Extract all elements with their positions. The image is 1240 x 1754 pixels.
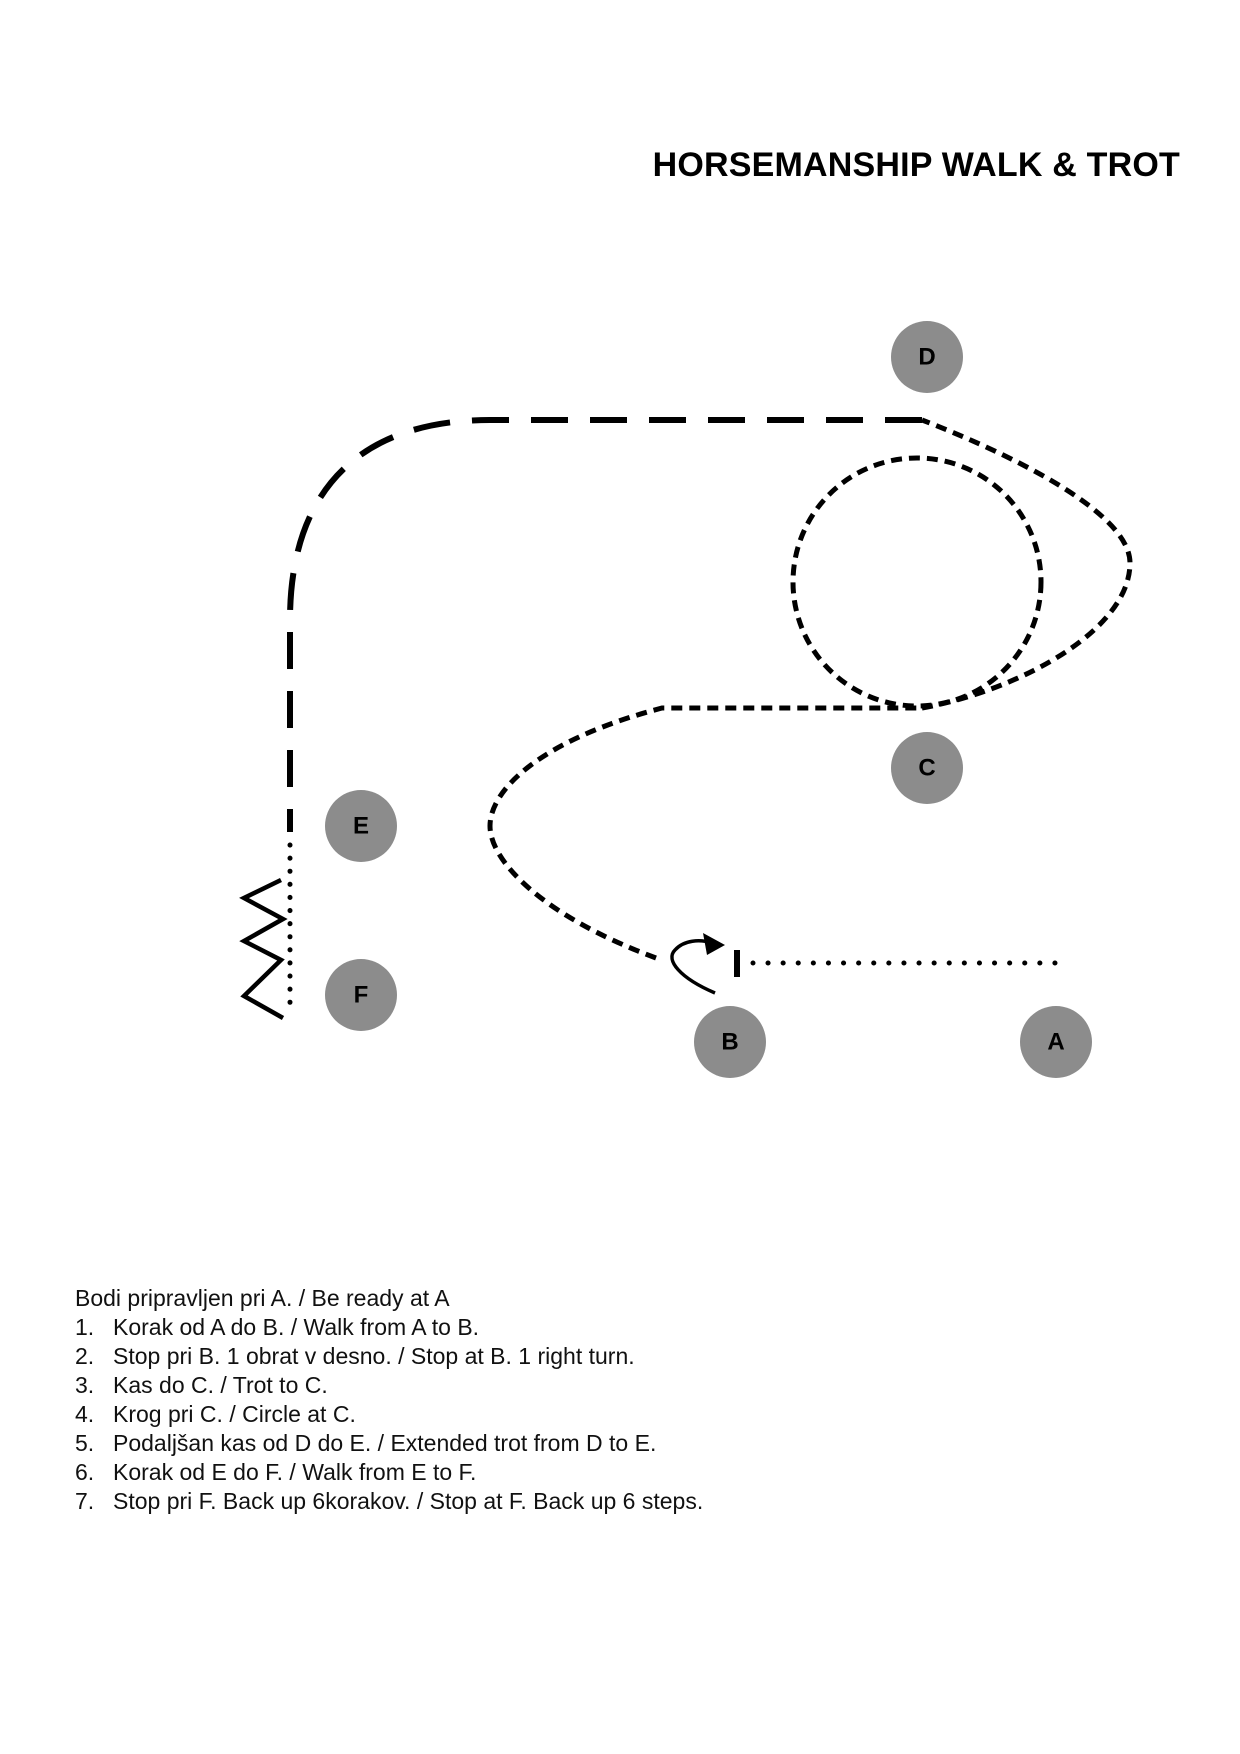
trot-path-c-to-d: [921, 417, 1133, 711]
extended-trot-path-d-to-e: [287, 417, 922, 832]
step-text: Kas do C. / Trot to C.: [113, 1372, 328, 1398]
marker-f: F: [325, 959, 397, 1031]
step-text: Stop pri B. 1 obrat v desno. / Stop at B…: [113, 1343, 635, 1369]
instruction-step: 2. Stop pri B. 1 obrat v desno. / Stop at…: [75, 1342, 1175, 1371]
pattern-instructions: Bodi pripravljen pri A. / Be ready at A …: [75, 1284, 1175, 1516]
instruction-step: 7. Stop pri F. Back up 6korakov. / Stop a…: [75, 1487, 1175, 1516]
back-up-zigzag: [239, 877, 288, 1020]
turn-arc-b: [670, 939, 716, 995]
marker-d-label: D: [918, 344, 935, 371]
marker-e-label: E: [353, 813, 369, 840]
step-number: 7.: [75, 1488, 95, 1514]
step-number: 6.: [75, 1459, 95, 1485]
turn-arrowhead-icon: [703, 933, 725, 955]
step-number: 4.: [75, 1401, 95, 1427]
marker-c-label: C: [918, 755, 935, 782]
instruction-steps: 1. Korak od A do B. / Walk from A to B. 2…: [75, 1313, 1175, 1516]
pattern-title: HORSEMANSHIP WALK & TROT: [652, 146, 1180, 184]
instructions-intro: Bodi pripravljen pri A. / Be ready at A: [75, 1285, 450, 1311]
instruction-step: 3. Kas do C. / Trot to C.: [75, 1371, 1175, 1400]
marker-a-label: A: [1047, 1029, 1064, 1056]
step-text: Krog pri C. / Circle at C.: [113, 1401, 356, 1427]
trot-path-b-to-c: [487, 705, 922, 961]
step-number: 2.: [75, 1343, 95, 1369]
marker-b: B: [694, 1006, 766, 1078]
marker-e: E: [325, 790, 397, 862]
marker-f-label: F: [354, 982, 369, 1009]
circle-at-c: [790, 455, 1044, 709]
step-number: 1.: [75, 1314, 95, 1340]
instruction-step: 5. Podaljšan kas od D do E. / Extended tr…: [75, 1429, 1175, 1458]
step-number: 3.: [75, 1372, 95, 1398]
step-text: Korak od E do F. / Walk from E to F.: [113, 1459, 477, 1485]
instruction-step: 6. Korak od E do F. / Walk from E to F.: [75, 1458, 1175, 1487]
marker-a: A: [1020, 1006, 1092, 1078]
step-text: Podaljšan kas od D do E. / Extended trot…: [113, 1430, 657, 1456]
marker-c: C: [891, 732, 963, 804]
marker-b-label: B: [721, 1029, 738, 1056]
step-number: 5.: [75, 1430, 95, 1456]
step-text: Korak od A do B. / Walk from A to B.: [113, 1314, 480, 1340]
step-text: Stop pri F. Back up 6korakov. / Stop at …: [113, 1488, 704, 1514]
instruction-step: 4. Krog pri C. / Circle at C.: [75, 1400, 1175, 1429]
marker-d: D: [891, 321, 963, 393]
instruction-step: 1. Korak od A do B. / Walk from A to B.: [75, 1313, 1175, 1342]
